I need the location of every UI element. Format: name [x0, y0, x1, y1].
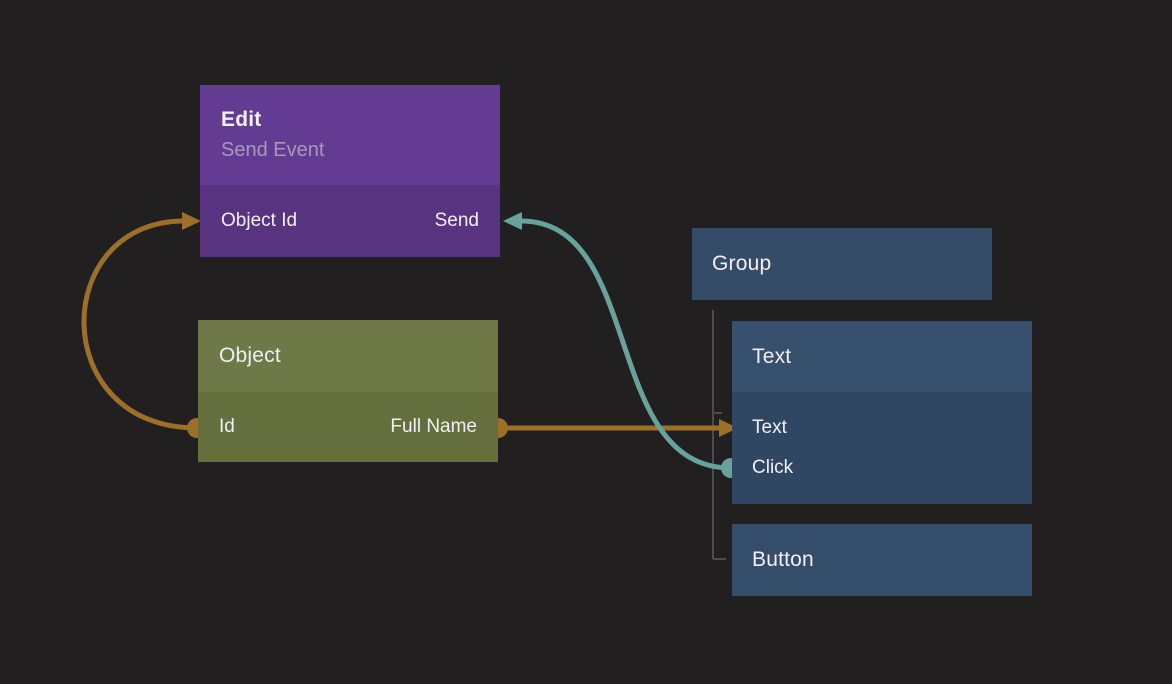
- node-object-title: Object: [219, 344, 281, 367]
- port-full-name[interactable]: Full Name: [390, 416, 477, 437]
- node-text-ports: Text Click: [732, 392, 1032, 504]
- node-text-header: Text: [732, 321, 1032, 392]
- arrowhead-edit-object-id: [182, 212, 201, 230]
- node-group-title: Group: [712, 252, 772, 275]
- node-group-header: Group: [692, 228, 992, 300]
- node-edit-subtitle: Send Event: [221, 139, 325, 161]
- port-send[interactable]: Send: [434, 210, 479, 231]
- node-edit-title: Edit: [221, 108, 262, 131]
- node-object-header: Object: [198, 320, 498, 392]
- wire-object-id-to-edit-object-id[interactable]: [81, 218, 198, 431]
- node-edit-header: Edit Send Event: [200, 85, 500, 185]
- port-object-id[interactable]: Object Id: [221, 210, 298, 231]
- port-id[interactable]: Id: [219, 416, 235, 437]
- node-button[interactable]: Button: [732, 524, 1032, 596]
- node-object-ports: Id Full Name: [198, 392, 498, 462]
- port-text[interactable]: Text: [752, 417, 787, 438]
- wire-click-to-send[interactable]: [520, 218, 732, 471]
- node-button-header: Button: [732, 524, 1032, 596]
- node-text-title: Text: [752, 344, 792, 368]
- node-edit[interactable]: Edit Send Event Object Id Send: [200, 85, 500, 257]
- node-text[interactable]: Text Text Click: [732, 321, 1032, 504]
- arrowhead-send-port: [503, 212, 522, 230]
- node-group[interactable]: Group: [692, 228, 992, 300]
- port-click[interactable]: Click: [752, 457, 794, 478]
- node-button-title: Button: [752, 548, 814, 571]
- node-object[interactable]: Object Id Full Name: [198, 320, 498, 462]
- node-edit-ports: Object Id Send: [200, 185, 500, 257]
- arrowhead-text-port: [719, 419, 738, 437]
